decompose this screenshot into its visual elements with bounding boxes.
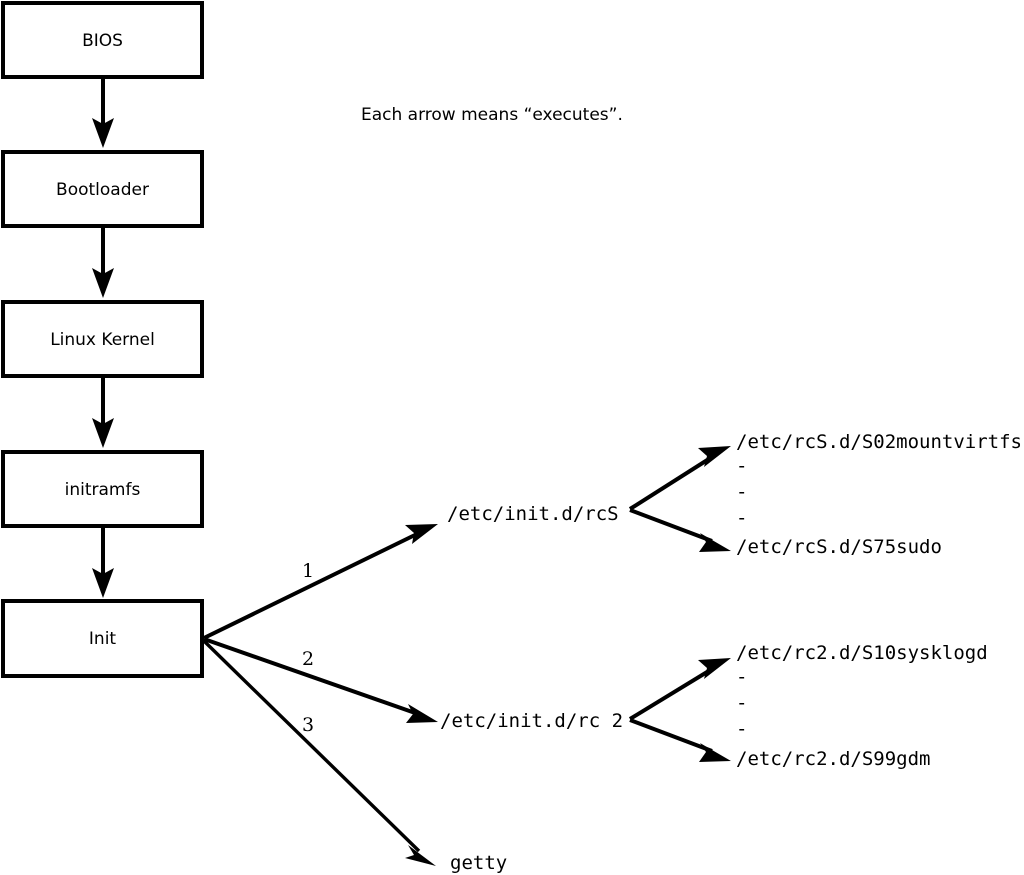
linux-kernel-label: Linux Kernel: [50, 330, 155, 350]
node-bios: BIOS: [1, 1, 204, 79]
rc2-ellipsis-dash-3: -: [736, 718, 747, 740]
arrowhead-down-icon: [92, 118, 114, 148]
init-target-getty-label: getty: [450, 852, 507, 874]
arrow-rcs-to-last-script: [629, 508, 731, 552]
bios-label: BIOS: [82, 31, 123, 51]
arrow-bios-to-bootloader: [92, 77, 114, 148]
caption-text: Each arrow means “executes”.: [361, 105, 623, 125]
arrowhead-icon: [405, 524, 438, 544]
edge-number-2: 2: [302, 648, 314, 670]
bios-box: [1, 1, 204, 79]
rc2-ellipsis-dash-2: -: [736, 692, 747, 714]
rcs-ellipsis-dash-2: -: [736, 481, 747, 503]
arrowhead-down-icon: [92, 568, 114, 598]
arrow-rcs-to-first-script: [628, 446, 731, 511]
arrow-init-to-getty: [202, 639, 436, 866]
bootloader-label: Bootloader: [56, 180, 149, 200]
arrow-kernel-to-initramfs: [92, 376, 114, 448]
init-label: Init: [89, 629, 117, 649]
rcs-script-last: /etc/rcS.d/S75sudo: [736, 536, 942, 558]
node-initramfs: initramfs: [1, 450, 204, 528]
arrowhead-icon: [699, 743, 731, 762]
arrowhead-down-icon: [92, 418, 114, 448]
initramfs-label: initramfs: [65, 480, 141, 500]
node-bootloader: Bootloader: [1, 150, 204, 228]
node-init: Init: [1, 599, 204, 678]
init-box: [1, 599, 204, 678]
init-target-rcs-label: /etc/init.d/rcS: [447, 503, 619, 525]
bootloader-box: [1, 150, 204, 228]
arrowhead-down-icon: [92, 268, 114, 298]
arrow-rc2-to-first-script: [628, 658, 731, 721]
arrowhead-icon: [405, 845, 436, 866]
arrowhead-icon: [406, 704, 438, 723]
arrow-init-to-rcs: [203, 524, 438, 640]
arrowhead-icon: [699, 533, 731, 552]
edge-number-1: 1: [302, 560, 314, 582]
rc2-script-last: /etc/rc2.d/S99gdm: [736, 748, 930, 770]
rc2-script-first: /etc/rc2.d/S10sysklogd: [736, 642, 988, 664]
arrow-rc2-to-last-script: [629, 718, 731, 762]
edge-number-3: 3: [302, 714, 314, 736]
rc2-ellipsis-dash-1: -: [736, 666, 747, 688]
rcs-script-first: /etc/rcS.d/S02mountvirtfs: [736, 431, 1022, 453]
rcs-ellipsis-dash-1: -: [736, 455, 747, 477]
node-linux-kernel: Linux Kernel: [1, 300, 204, 378]
arrowhead-icon: [698, 446, 731, 467]
arrow-initramfs-to-init: [92, 526, 114, 598]
arrow-bootloader-to-kernel: [92, 226, 114, 298]
rcs-ellipsis-dash-3: -: [736, 507, 747, 529]
linux-kernel-box: [1, 300, 204, 378]
arrow-init-to-rc2: [203, 637, 438, 723]
init-target-rc2-label: /etc/init.d/rc 2: [440, 710, 623, 732]
arrowhead-icon: [698, 658, 731, 679]
